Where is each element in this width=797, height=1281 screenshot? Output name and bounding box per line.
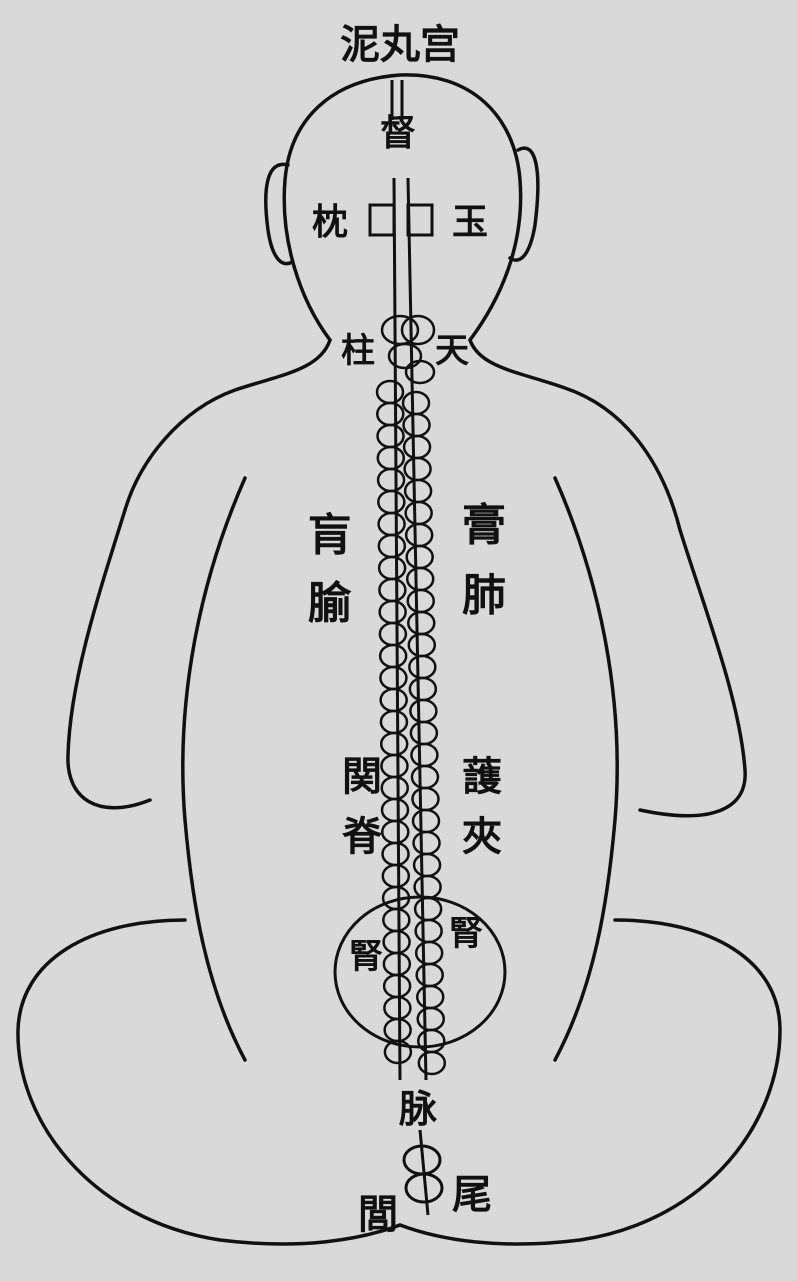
vertebra-loop-right (405, 480, 431, 502)
vertebra-loop-left (382, 777, 408, 799)
vertebra-loop-right (412, 788, 438, 810)
vertebra-loop-right (416, 920, 442, 942)
right-inner-back-line (555, 478, 617, 1060)
vertebra-loop-left (385, 1019, 411, 1041)
vertebra-loop-right (415, 898, 441, 920)
label-zhu: 柱 (341, 331, 375, 371)
vertebra-loop-left (381, 711, 407, 733)
vertebra-loop-right (404, 436, 430, 458)
label-yu: 玉 (452, 201, 488, 243)
vertebra-loop-left (378, 469, 404, 491)
label-shen-left: 腎 (349, 937, 383, 977)
label-fei: 肺 (462, 570, 506, 621)
vertebra-loop-left (381, 733, 407, 755)
vertebra-loop-right (407, 568, 433, 590)
label-yu2: 腧 (308, 578, 352, 629)
vertebra-loop-right (406, 502, 432, 524)
label-jiaji: 䕶 (462, 753, 502, 800)
vertebra-bead (382, 316, 418, 344)
vertebra-loop-left (377, 381, 403, 403)
vertebra-loop-left (378, 425, 404, 447)
vertebra-loop-right (415, 876, 441, 898)
vertebra-loop-right (417, 964, 443, 986)
vertebra-loop-right (409, 656, 435, 678)
vertebra-loop-left (381, 755, 407, 777)
vertebra-loop-left (383, 865, 409, 887)
vertebra-loop-left (379, 579, 405, 601)
left-arm (68, 510, 150, 808)
label-zhen: 枕 (312, 201, 348, 243)
jade-pillow-boxes (370, 205, 432, 235)
label-du: 督 (380, 112, 416, 154)
vertebra-loop-left (383, 909, 409, 931)
vertebra-loop-left (382, 821, 408, 843)
vertebra-loop-right (418, 1008, 444, 1030)
vertebra-bead (406, 361, 434, 383)
label-niwangong: 泥丸宫 (340, 21, 460, 68)
label-shen-right: 腎 (449, 914, 483, 954)
vertebra-loop-right (407, 546, 433, 568)
vertebra-loop-left (379, 557, 405, 579)
jade-pillow-box-right (408, 205, 432, 235)
left-inner-back-line (183, 478, 245, 1060)
vertebra-loop-left (380, 623, 406, 645)
vertebra-loop-right (419, 1052, 445, 1074)
vertebra-loop-left (384, 953, 410, 975)
label-mai: 脉 (399, 1086, 438, 1131)
vertebra-loop-right (406, 524, 432, 546)
vertebra-loop-right (416, 942, 442, 964)
right-arm (640, 530, 745, 816)
label-lu: 閭 (358, 1191, 398, 1238)
vertebra-loop-left (380, 601, 406, 623)
vertebra-loop-left (379, 535, 405, 557)
label-gao: 膏 (462, 500, 506, 551)
vertebra-loop-left (379, 513, 405, 535)
vertebra-loop-left (384, 931, 410, 953)
vertebra-loop-right (411, 722, 437, 744)
jade-pillow-box-left (370, 205, 394, 235)
vertebra-loop-left (380, 645, 406, 667)
vertebra-loop-right (408, 590, 434, 612)
vertebrae-chain (377, 316, 445, 1074)
vertebra-loop-right (409, 634, 435, 656)
vertebra-loop-right (413, 810, 439, 832)
label-ji2: 脊 (342, 813, 383, 860)
vertebra-loop-left (382, 799, 408, 821)
vertebra-loop-left (378, 491, 404, 513)
label-tian: 天 (435, 331, 469, 371)
vertebra-loop-right (405, 458, 431, 480)
vertebra-loop-right (412, 766, 438, 788)
spine-line-left-main (394, 178, 400, 1080)
vertebra-loop-right (418, 1030, 444, 1052)
vertebra-loop-left (383, 843, 409, 865)
vertebra-loop-right (408, 612, 434, 634)
label-huang: 肓 (308, 510, 352, 561)
vertebra-loop-left (377, 403, 403, 425)
vertebra-loop-left (381, 689, 407, 711)
label-wei: 尾 (452, 1171, 492, 1218)
vertebra-loop-right (414, 832, 440, 854)
vertebra-loop-right (411, 744, 437, 766)
vertebra-loop-right (417, 986, 443, 1008)
vertebra-loop-left (384, 975, 410, 997)
vertebra-loop-left (384, 997, 410, 1019)
vertebra-loop-left (380, 667, 406, 689)
vertebra-loop-left (378, 447, 404, 469)
vertebra-loop-right (410, 678, 436, 700)
label-guan: 関 (342, 753, 382, 800)
left-shoulder (125, 340, 330, 510)
vertebra-loop-right (410, 700, 436, 722)
vertebra-loop-right (404, 414, 430, 436)
vertebra-loop-right (414, 854, 440, 876)
vertebra-loop-right (403, 392, 429, 414)
label-jia: 夾 (462, 813, 502, 860)
